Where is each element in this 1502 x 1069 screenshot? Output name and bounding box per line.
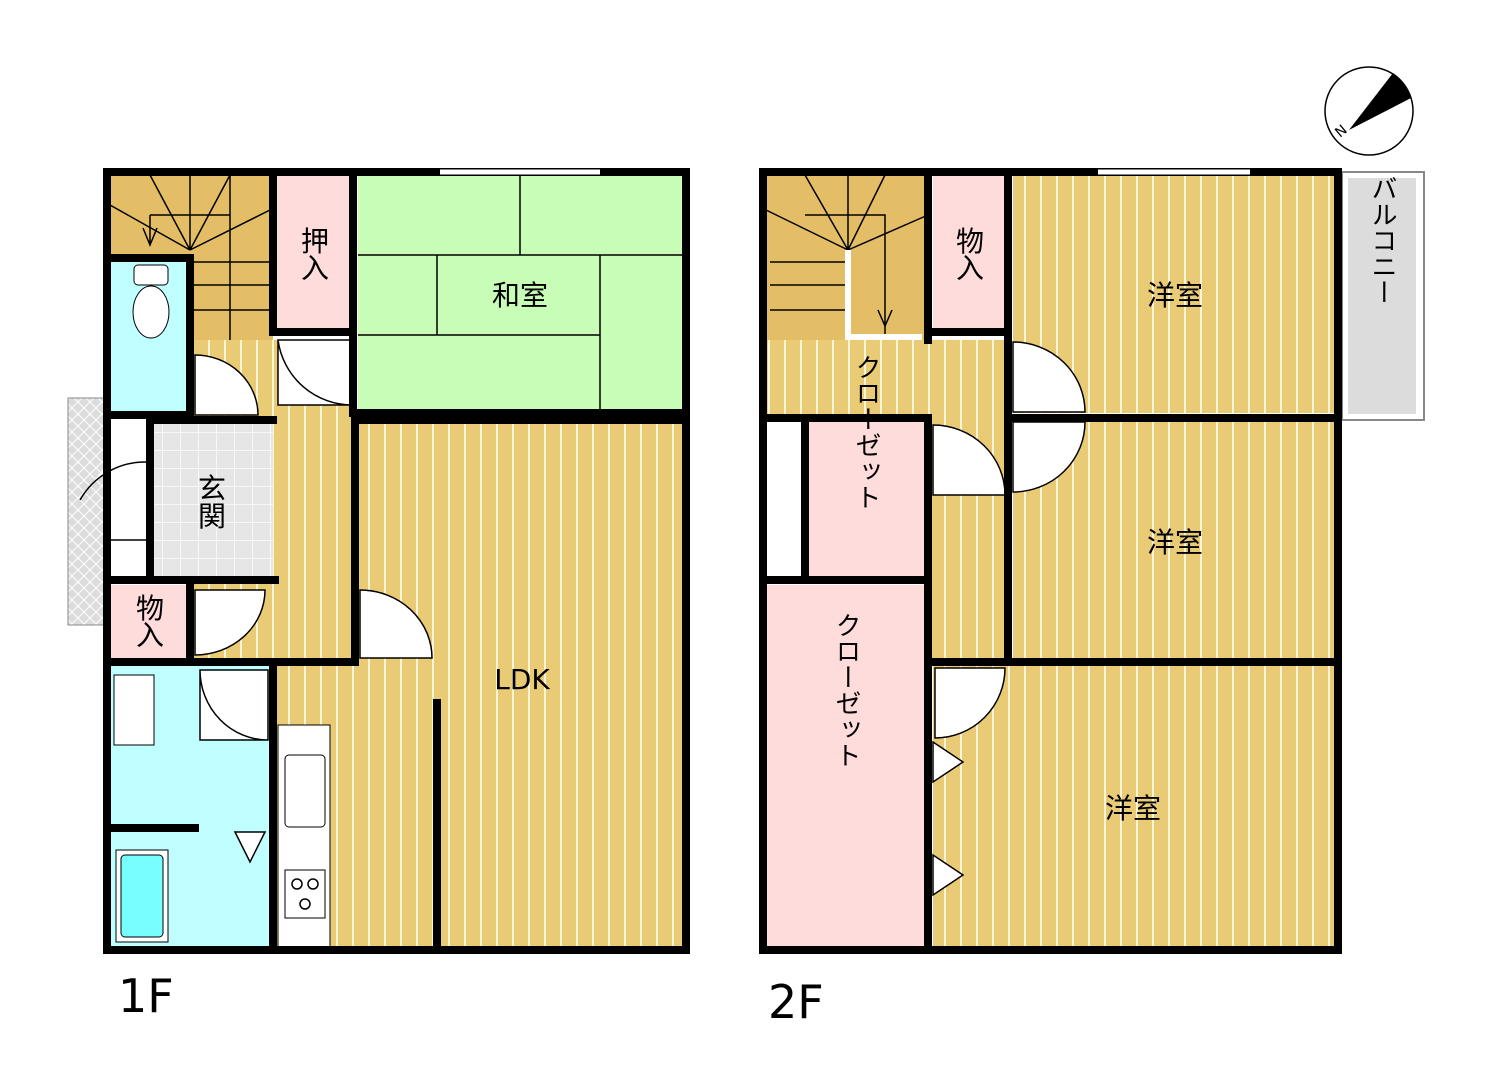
floor-2f: バルコニー 物 入 物入 洋室 洋室 洋室 クローゼット クローゼット [759, 168, 1425, 1029]
label-ldk: LDK [494, 663, 550, 696]
stairs-lines-2f [765, 174, 929, 335]
closet-small [808, 420, 925, 578]
door-2f-bottom-room[interactable] [934, 667, 1006, 739]
room-monoire-1f [110, 585, 190, 660]
room-genkan [150, 420, 273, 580]
door-closet-large-1[interactable] [932, 740, 965, 784]
sink-icon [284, 754, 326, 828]
balcony-floor [1348, 178, 1416, 414]
stairs-lines-1f [109, 174, 271, 340]
room-yoshitsu-bottom [933, 665, 1335, 948]
label-oshiire-2: 入 [301, 252, 329, 285]
label-washitsu: 和室 [492, 279, 548, 312]
hall-2f [766, 340, 1008, 415]
door-washroom[interactable] [199, 669, 269, 741]
label-monoire-2f-1: 物 [956, 225, 984, 258]
tatami-lines [358, 175, 683, 413]
label-yoshitsu-mid: 洋室 [1147, 526, 1203, 559]
floor-label-2f: 2F [768, 975, 824, 1029]
compass-icon: N [1324, 66, 1414, 156]
door-bath[interactable] [233, 831, 267, 864]
label-closet-small: クローゼット [851, 354, 881, 510]
entrance-porch [67, 397, 109, 626]
door-toilet[interactable] [194, 354, 259, 416]
room-monoire-2f [933, 175, 1008, 332]
label-closet-large: クローゼット [831, 612, 861, 768]
floor-label-1f: 1F [118, 969, 174, 1023]
door-oshiire[interactable] [277, 339, 354, 406]
label-genkan-2: 関 [198, 500, 226, 533]
room-oshiire [273, 175, 353, 332]
label-balcony: バルコニー [1367, 175, 1397, 305]
label-monoire-1f-1: 物 [136, 592, 164, 625]
stairs-rail [845, 250, 922, 340]
closet-large [766, 585, 925, 948]
door-2f-top-room[interactable] [1012, 341, 1086, 413]
room-ldk [358, 420, 683, 948]
door-2f-mid-room[interactable] [1012, 421, 1086, 493]
label-genkan-1: 玄 [198, 472, 226, 505]
label-monoire-1f-2: 入 [136, 619, 164, 652]
stove-icon [284, 869, 326, 919]
label-yoshitsu-top: 洋室 [1147, 279, 1203, 312]
door-closet-large-2[interactable] [932, 853, 965, 897]
label-monoire-2f-2: 入 [956, 252, 984, 285]
label-yoshitsu-bottom: 洋室 [1105, 792, 1161, 825]
bathtub-inner [120, 854, 164, 938]
label-oshiire-1: 押 [301, 225, 329, 258]
door-monoire[interactable] [194, 589, 266, 656]
door-ldk[interactable] [359, 589, 433, 659]
toilet-icon [132, 264, 170, 339]
floor-1f: 押 入 押入 和室 玄 関 玄関 物 入 物入 LDK [67, 168, 690, 1023]
washbasin-icon [113, 674, 155, 746]
